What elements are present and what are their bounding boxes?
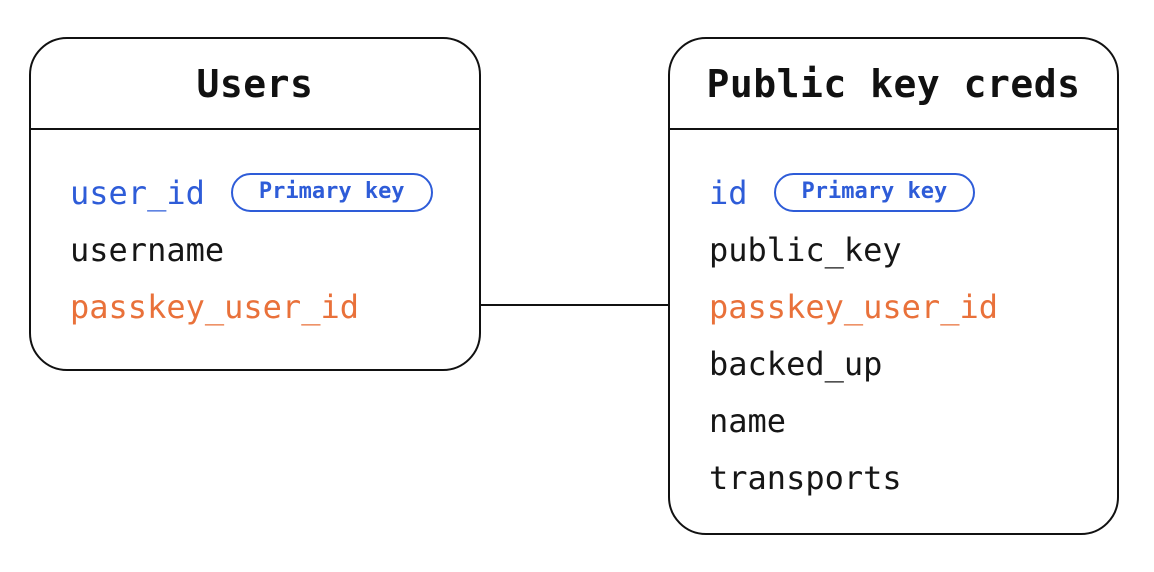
primary-key-badge: Primary key: [773, 173, 976, 212]
table-public-key-creds: Public key creds id Primary key public_key…: [668, 37, 1119, 535]
field-row-id: id Primary key: [670, 164, 1117, 221]
field-row-name: name: [670, 392, 1117, 449]
field-name: user_id: [70, 173, 205, 212]
field-name: name: [709, 401, 787, 440]
field-name: public_key: [709, 230, 902, 269]
table-public-key-creds-title: Public key creds: [670, 39, 1117, 130]
relationship-connector-line: [481, 304, 668, 306]
field-row-public_key: public_key: [670, 221, 1117, 278]
field-name: passkey_user_id: [709, 287, 998, 326]
field-name: passkey_user_id: [70, 287, 359, 326]
field-row-transports: transports: [670, 449, 1117, 506]
field-row-passkey_user_id: passkey_user_id: [670, 278, 1117, 335]
field-row-user_id: user_id Primary key: [31, 164, 479, 221]
field-row-backed_up: backed_up: [670, 335, 1117, 392]
field-name: username: [70, 230, 225, 269]
field-name: backed_up: [709, 344, 883, 383]
field-name: transports: [709, 458, 902, 497]
primary-key-badge: Primary key: [230, 173, 433, 212]
field-name: id: [709, 173, 748, 212]
field-row-username: username: [31, 221, 479, 278]
field-row-passkey_user_id: passkey_user_id: [31, 278, 479, 335]
table-users-title: Users: [31, 39, 479, 130]
